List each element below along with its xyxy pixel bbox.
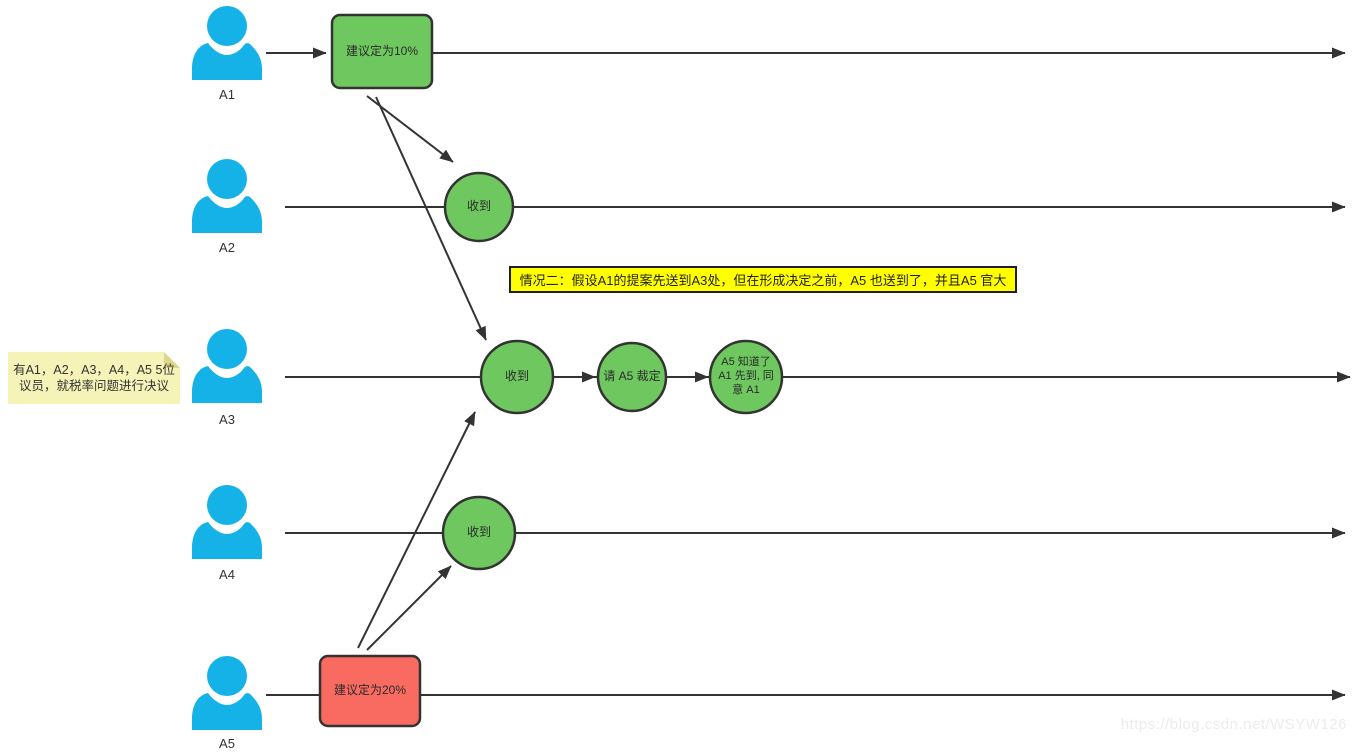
- person-icon-a1: [192, 6, 262, 80]
- circle-received-a2: [443, 171, 515, 243]
- proposal-box-a5: [318, 654, 422, 728]
- arrow-proposal10-to-a3: [375, 96, 487, 341]
- circle-agree-a1: [708, 339, 784, 415]
- circle-received-a3: [479, 339, 555, 415]
- sticky-note-fold: [164, 352, 180, 368]
- circle-received-a4: [441, 495, 517, 571]
- person-icon-a3: [192, 329, 262, 403]
- watermark-text: https://blog.csdn.net/WSYW126: [1120, 716, 1347, 733]
- arrow-proposal20-to-a3: [357, 411, 476, 649]
- sticky-note: [8, 352, 180, 404]
- proposal-box-a1: [330, 13, 434, 90]
- person-icon-a2: [192, 159, 262, 233]
- situation-banner: 情况二：假设A1的提案先送到A3处，但在形成决定之前，A5 也送到了，并且A5 …: [509, 266, 1017, 293]
- arrow-proposal20-to-a4: [366, 565, 452, 651]
- person-icon-a4: [192, 485, 262, 559]
- person-icon-a5: [192, 656, 262, 730]
- circle-ask-a5: [596, 341, 668, 413]
